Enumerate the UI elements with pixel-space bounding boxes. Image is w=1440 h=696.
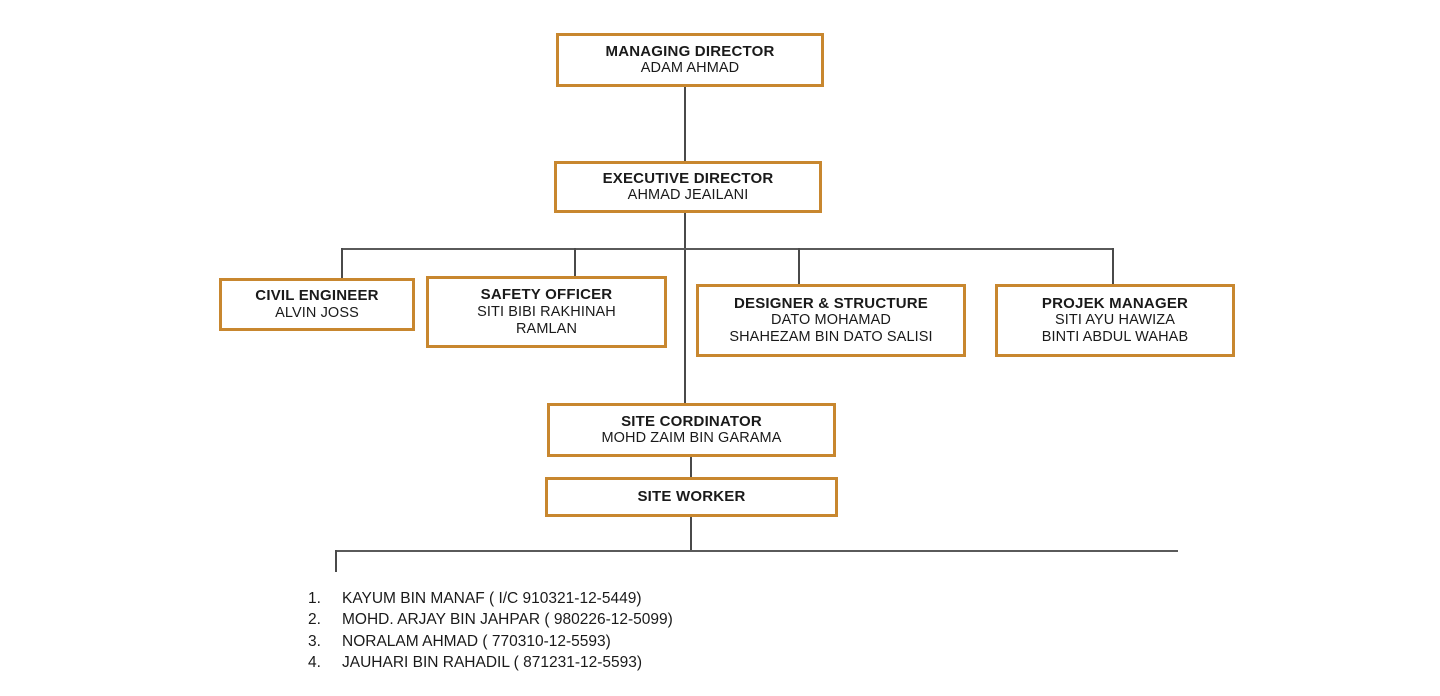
connector-worker-to-list: [690, 517, 692, 551]
connector-level3-bus: [341, 248, 1113, 250]
node-person: ADAM AHMAD: [640, 60, 740, 77]
node-title: SITE WORKER: [637, 488, 746, 506]
connector-drop-civil-engineer: [341, 248, 343, 278]
list-item-number: 1.: [308, 590, 321, 607]
list-item: 1. KAYUM BIN MANAF ( I/C 910321-12-5449): [308, 588, 1008, 609]
list-item-number: 3.: [308, 632, 321, 650]
node-person-line2: BINTI ABDUL WAHAB: [1041, 329, 1189, 346]
node-person-line2: RAMLAN: [515, 320, 578, 337]
node-title: PROJEK MANAGER: [1041, 294, 1189, 312]
list-item-label: KAYUM BIN MANAF ( I/C 910321-12-5449): [342, 590, 642, 607]
node-person-line2: SHAHEZAM BIN DATO SALISI: [729, 329, 933, 346]
node-person: ALVIN JOSS: [275, 304, 359, 321]
node-projek-manager[interactable]: PROJEK MANAGER SITI AYU HAWIZA BINTI ABD…: [995, 284, 1235, 357]
connector-drop-projek-manager: [1112, 248, 1114, 284]
list-item-label: NORALAM AHMAD ( 770310-12-5593): [342, 632, 611, 650]
list-item-label: JAUHARI BIN RAHADIL ( 871231-12-5593): [342, 654, 643, 672]
list-item: 2. MOHD. ARJAY BIN JAHPAR ( 980226-12-50…: [308, 609, 1008, 630]
node-site-cordinator[interactable]: SITE CORDINATOR MOHD ZAIM BIN GARAMA: [547, 403, 836, 457]
node-safety-officer[interactable]: SAFETY OFFICER SITI BIBI RAKHINAH RAMLAN: [426, 276, 667, 348]
node-title: SITE CORDINATOR: [621, 412, 762, 430]
connector-drop-designer-structure: [798, 248, 800, 284]
connector-worker-list-bus: [335, 550, 1178, 552]
node-designer-structure[interactable]: DESIGNER & STRUCTURE DATO MOHAMAD SHAHEZ…: [696, 284, 966, 357]
node-title: MANAGING DIRECTOR: [605, 42, 775, 60]
node-site-worker[interactable]: SITE WORKER: [545, 477, 838, 517]
node-civil-engineer[interactable]: CIVIL ENGINEER ALVIN JOSS: [219, 278, 415, 331]
list-item-number: 4.: [308, 654, 321, 672]
connector-cordinator-to-worker: [690, 457, 692, 477]
node-person: SITI BIBI RAKHINAH: [477, 303, 616, 320]
node-managing-director[interactable]: MANAGING DIRECTOR ADAM AHMAD: [556, 33, 824, 87]
list-item-label: MOHD. ARJAY BIN JAHPAR ( 980226-12-5099): [342, 611, 673, 629]
connector-ed-spine: [684, 213, 686, 403]
node-executive-director[interactable]: EXECUTIVE DIRECTOR AHMAD JEAILANI: [554, 161, 822, 213]
node-title: EXECUTIVE DIRECTOR: [602, 169, 774, 187]
node-person: MOHD ZAIM BIN GARAMA: [601, 430, 782, 447]
node-title: CIVIL ENGINEER: [255, 287, 379, 305]
connector-drop-safety-officer: [574, 248, 576, 276]
list-item-number: 2.: [308, 611, 321, 629]
node-title: SAFETY OFFICER: [480, 286, 613, 304]
node-person: AHMAD JEAILANI: [627, 187, 749, 204]
node-title: DESIGNER & STRUCTURE: [733, 294, 928, 312]
connector-md-to-ed: [684, 87, 686, 161]
node-person: DATO MOHAMAD: [771, 312, 891, 329]
connector-worker-list-left-stub: [335, 550, 337, 572]
list-item: 3. NORALAM AHMAD ( 770310-12-5593): [308, 631, 1008, 652]
node-person: SITI AYU HAWIZA: [1055, 312, 1175, 329]
worker-list: 1. KAYUM BIN MANAF ( I/C 910321-12-5449)…: [308, 588, 1008, 674]
list-item: 4. JAUHARI BIN RAHADIL ( 871231-12-5593): [308, 652, 1008, 673]
